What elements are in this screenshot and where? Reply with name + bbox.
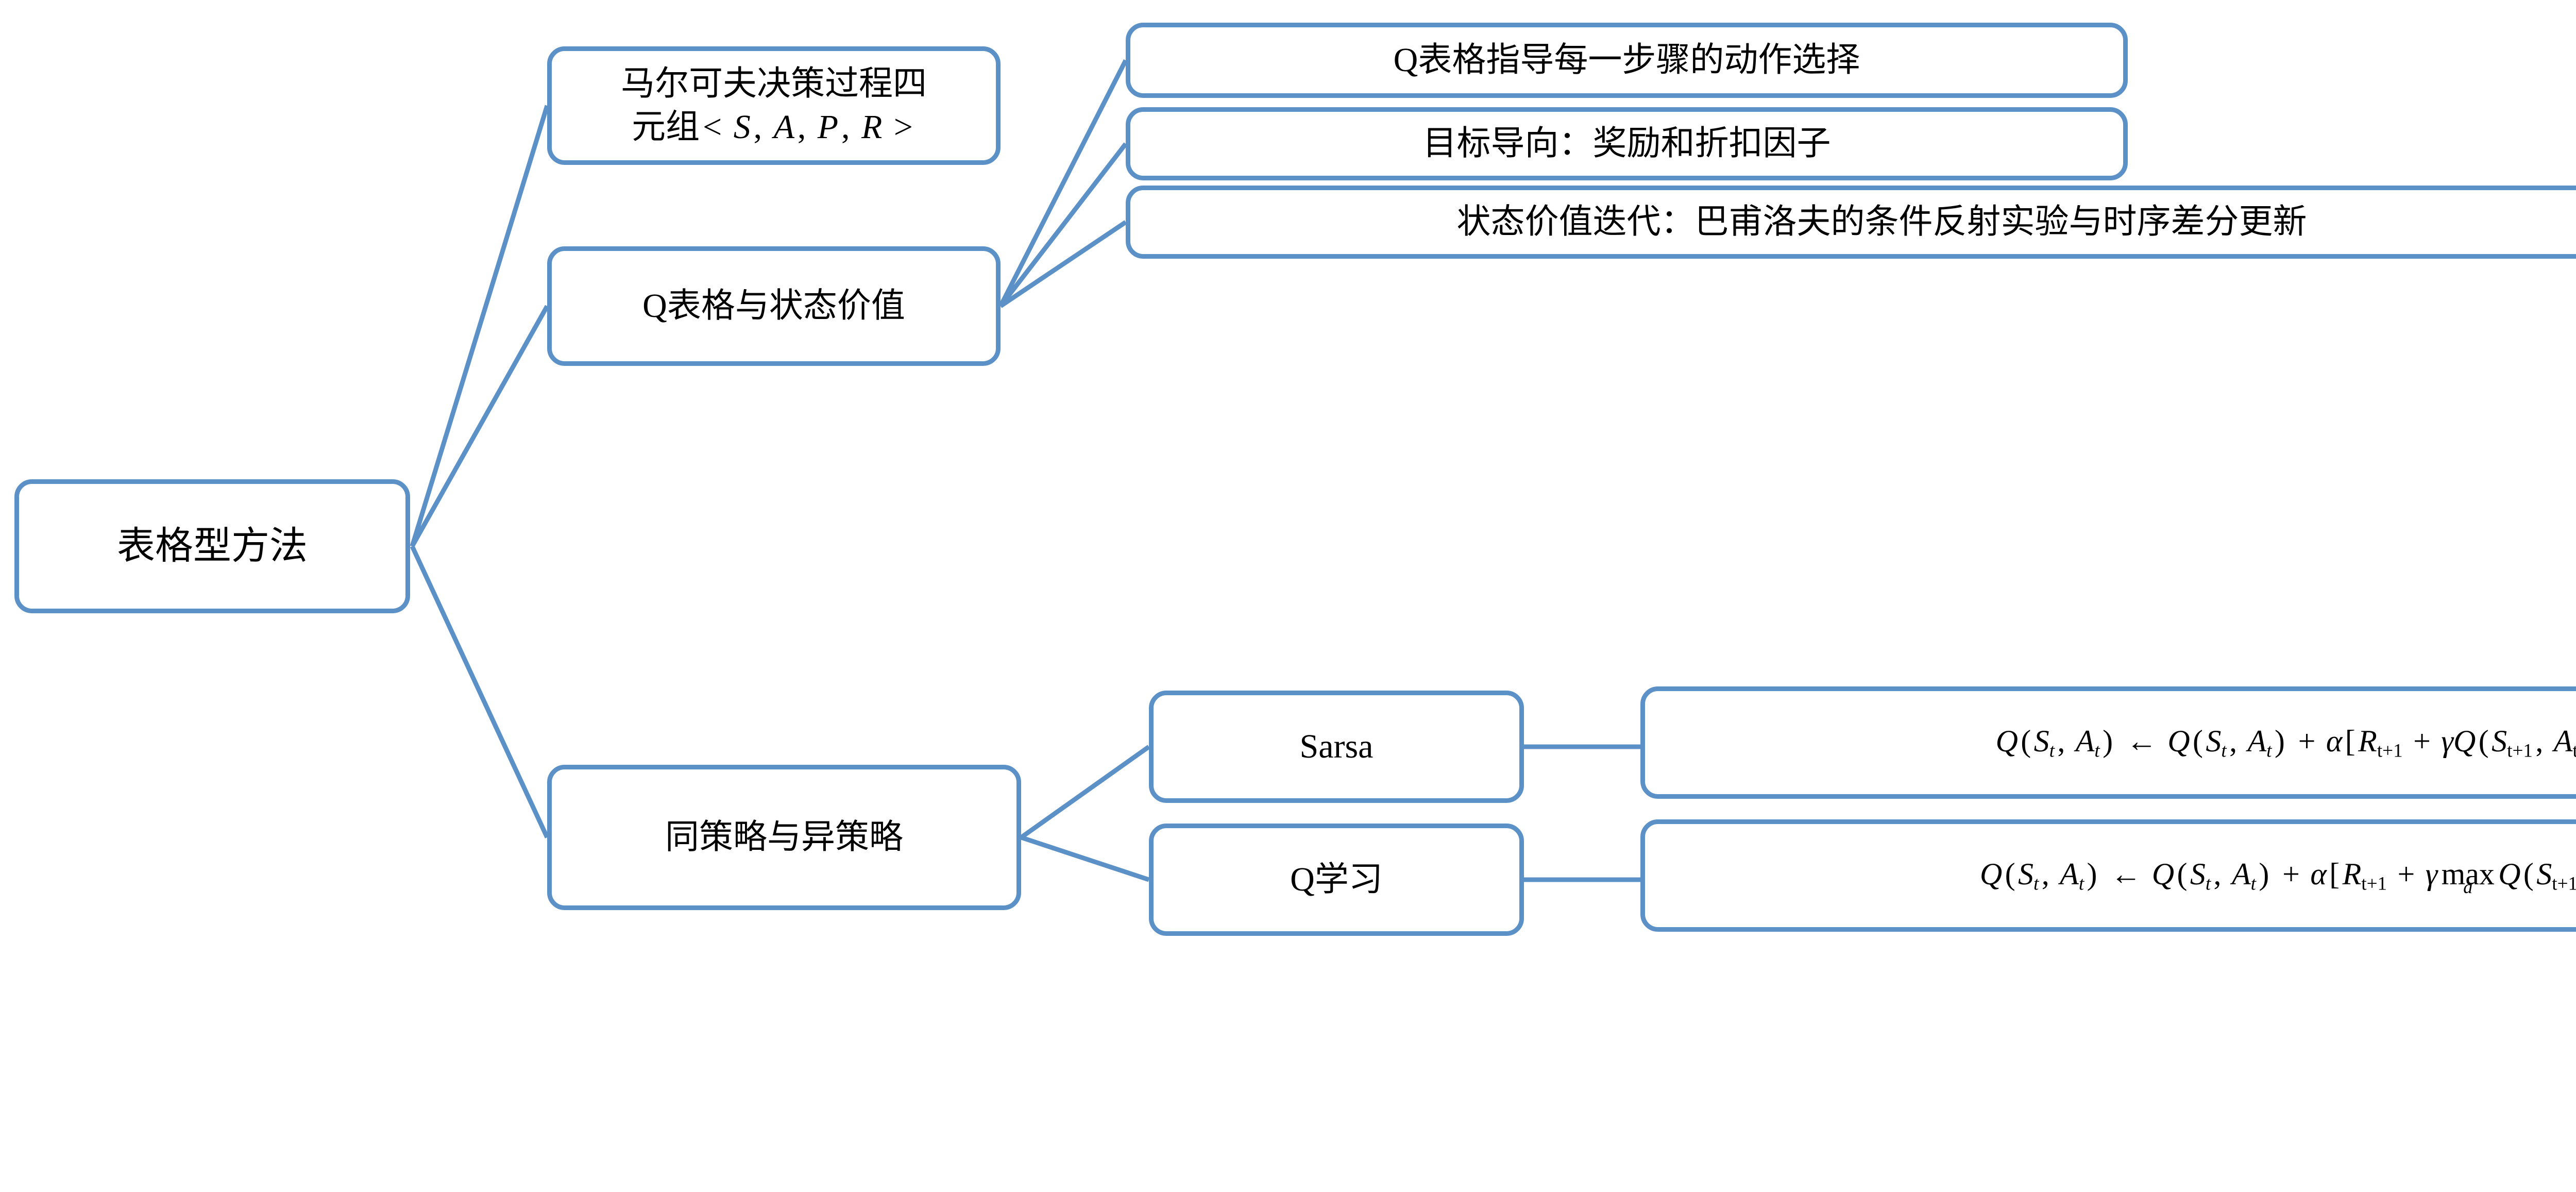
- node-on-policy-off-policy-label: 同策略与异策略: [665, 818, 903, 856]
- node-goal-oriented-reward-discount-label: 目标导向：奖励和折扣因子: [1422, 124, 1831, 162]
- node-markov-decision-process-label: 马尔可夫决策过程四 元组< S, A, P, R >: [565, 62, 982, 149]
- node-markov-decision-process[interactable]: 马尔可夫决策过程四 元组< S, A, P, R >: [547, 46, 1001, 165]
- mdp-line-2: 元组< S, A, P, R >: [632, 108, 913, 146]
- root-node-label: 表格型方法: [117, 525, 308, 567]
- node-goal-oriented-reward-discount[interactable]: 目标导向：奖励和折扣因子: [1126, 107, 2128, 180]
- node-qtable-guides-action-selection[interactable]: Q表格指导每一步骤的动作选择: [1126, 23, 2128, 98]
- connector-qtable-to-r3: [999, 220, 1127, 308]
- node-on-policy-off-policy[interactable]: 同策略与异策略: [547, 765, 1021, 910]
- node-q-learning-label: Q学习: [1290, 860, 1383, 898]
- node-state-value-iteration-pavlov-td-label: 状态价值迭代：巴甫洛夫的条件反射实验与时序差分更新: [1456, 203, 2307, 241]
- root-node[interactable]: 表格型方法: [14, 479, 410, 613]
- connector-policy-to-sarsa: [1020, 745, 1150, 840]
- connector-root-to-policy: [410, 545, 550, 838]
- node-sarsa-update-formula[interactable]: Q(St, At) ← Q(St, At) + α[Rt+1 + γQ(St+1…: [1640, 686, 2576, 799]
- node-qtable-guides-action-selection-label: Q表格指导每一步骤的动作选择: [1393, 41, 1860, 79]
- node-qtable-state-value-label: Q表格与状态价值: [642, 287, 905, 325]
- node-state-value-iteration-pavlov-td[interactable]: 状态价值迭代：巴甫洛夫的条件反射实验与时序差分更新: [1126, 186, 2576, 259]
- node-sarsa-label: Sarsa: [1299, 727, 1374, 765]
- connector-root-to-qtable: [410, 305, 549, 548]
- connector-policy-to-qlearn: [1020, 835, 1150, 882]
- mdp-line-1: 马尔可夫决策过程四: [621, 64, 927, 103]
- connector-root-to-mdp: [410, 105, 550, 547]
- connector-qtable-to-r1: [998, 59, 1128, 308]
- connector-qtable-to-r2: [998, 142, 1128, 308]
- node-sarsa[interactable]: Sarsa: [1149, 691, 1524, 803]
- sarsa-update-formula-text: Q(St, At) ← Q(St, At) + α[Rt+1 + γQ(St+1…: [1995, 724, 2576, 762]
- node-qtable-state-value[interactable]: Q表格与状态价值: [547, 246, 1001, 366]
- node-q-learning[interactable]: Q学习: [1149, 824, 1524, 936]
